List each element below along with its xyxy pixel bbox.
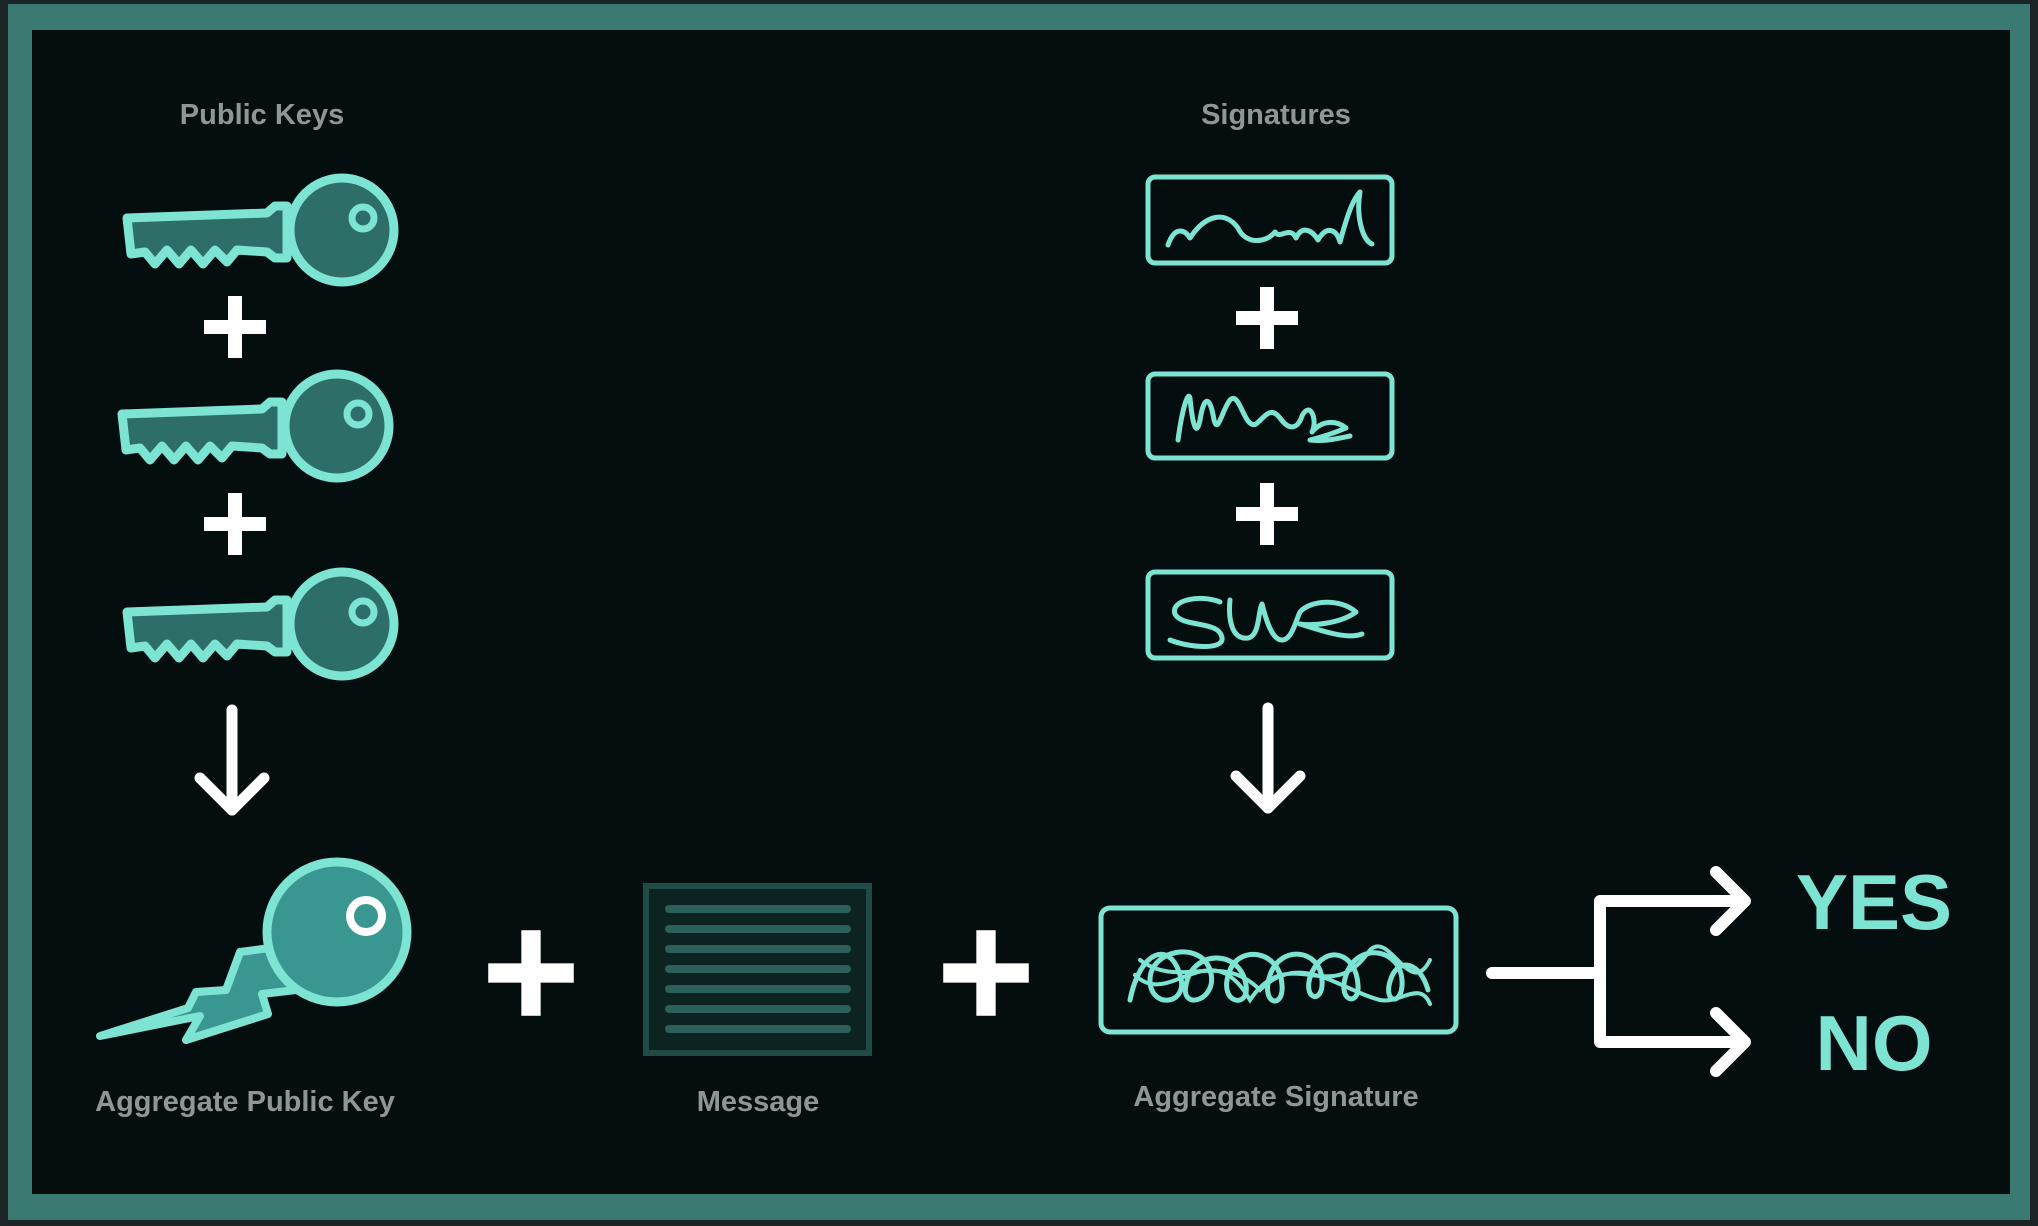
aggregate-signature-label: Aggregate Signature [1133,1081,1418,1113]
yes-label: YES [1796,858,1952,946]
aggregate-public-key-label: Aggregate Public Key [95,1086,395,1118]
key-icon [127,178,394,282]
key-icon [122,374,389,478]
branch-arrow-icon [1486,866,1751,1077]
arrow-down-icon [1236,708,1300,808]
plus-icon [204,296,266,358]
key-icon [127,572,394,676]
plus-icon [1236,287,1298,349]
aggregate-signature-icon [1098,905,1459,1035]
message-icon [643,883,872,1056]
aggregate-key-icon [96,857,412,1044]
signature-icon [1145,174,1395,266]
signature-icon [1145,569,1395,661]
arrow-down-icon [200,710,264,810]
plus-icon [943,930,1029,1016]
no-label: NO [1816,999,1933,1087]
message-label: Message [697,1086,820,1118]
signatures-label: Signatures [1201,99,1351,131]
plus-icon [1236,483,1298,545]
signature-icon [1145,371,1395,461]
plus-icon [204,493,266,555]
public-keys-label: Public Keys [180,99,344,131]
plus-icon [488,930,574,1016]
